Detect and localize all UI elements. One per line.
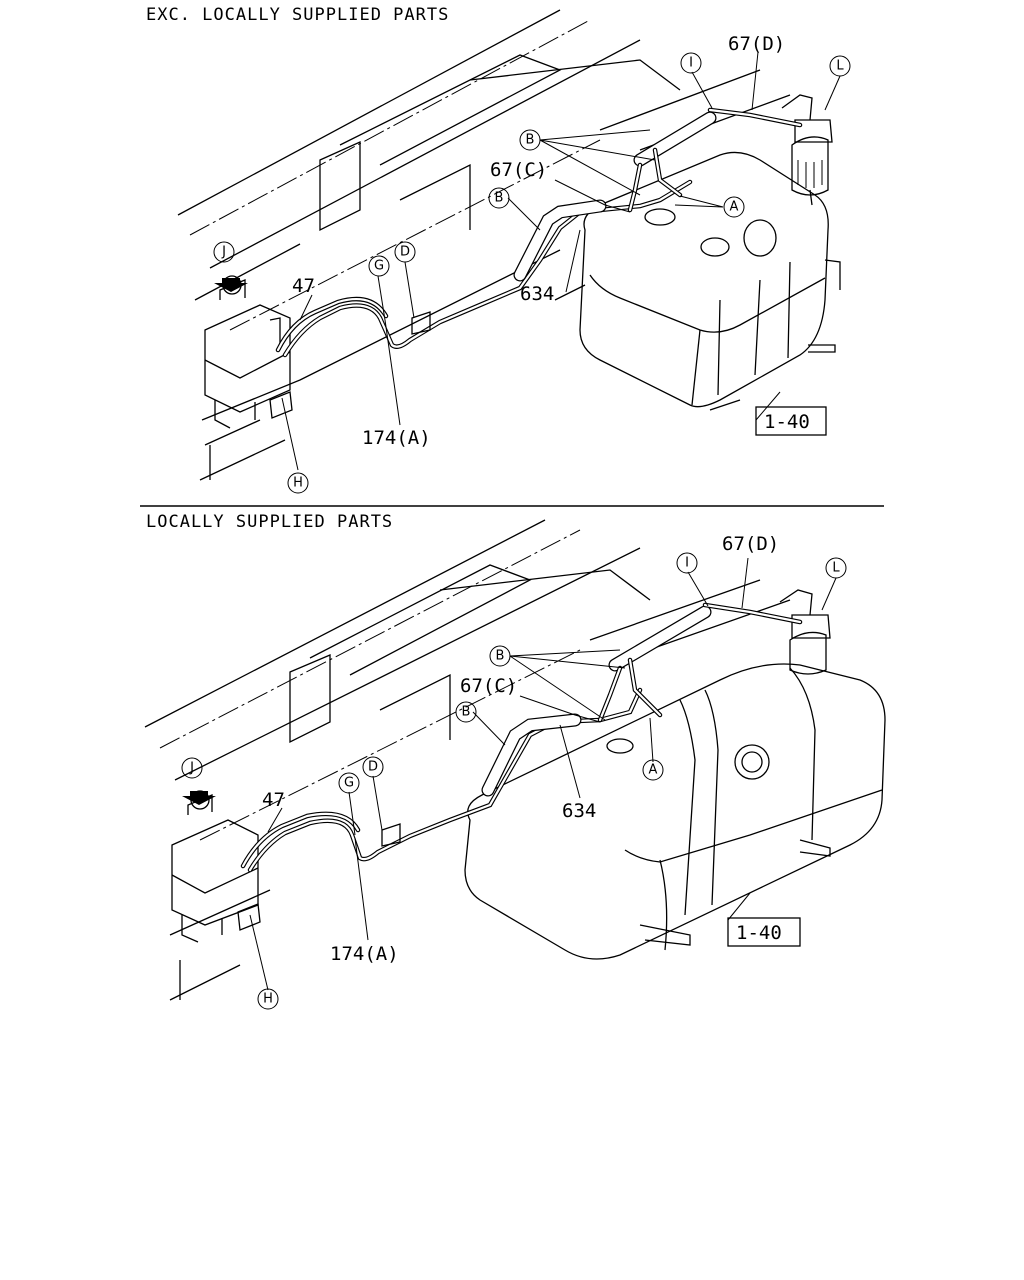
callout-l: L	[836, 59, 844, 74]
fuel-lines	[237, 602, 803, 931]
fuel-tank	[579, 151, 841, 411]
chassis-frame	[177, 9, 791, 481]
callout-a: A	[649, 763, 658, 778]
callout-i: I	[685, 556, 689, 571]
callout-b-upper: B	[496, 649, 505, 664]
arrow-j-icon	[214, 278, 248, 292]
chassis-frame	[144, 519, 791, 1001]
fuel-filter	[779, 589, 831, 675]
arrow-j-icon	[182, 791, 216, 805]
fuel-filter	[781, 94, 833, 206]
ref-box-label: 1-40	[736, 922, 782, 944]
callout-g: G	[344, 776, 354, 791]
ref-box	[755, 406, 827, 436]
leader-lines	[281, 51, 841, 471]
label-47: 47	[292, 275, 315, 297]
section-exc-locally-supplied: EXC. LOCALLY SUPPLIED PARTS	[146, 5, 851, 494]
callouts: I L B B A J G D H	[213, 52, 851, 494]
label-67c: 67(C)	[460, 675, 517, 697]
callout-d: D	[400, 245, 410, 260]
label-174a: 174(A)	[330, 943, 399, 965]
label-67d: 67(D)	[728, 33, 785, 55]
callout-a: A	[730, 200, 739, 215]
leader-lines	[249, 557, 837, 991]
callout-l: L	[832, 561, 840, 576]
callout-b-lower: B	[462, 705, 471, 720]
callout-h: H	[263, 992, 273, 1007]
callout-g: G	[374, 259, 384, 274]
section-locally-supplied: LOCALLY SUPPLIED PARTS	[144, 512, 886, 1010]
label-174a: 174(A)	[362, 427, 431, 449]
ref-box	[727, 917, 801, 947]
callout-d: D	[368, 760, 378, 775]
section-title: LOCALLY SUPPLIED PARTS	[146, 512, 393, 532]
ref-box-label: 1-40	[764, 411, 810, 433]
label-67d: 67(D)	[722, 533, 779, 555]
callout-h: H	[293, 476, 303, 491]
label-47: 47	[262, 789, 285, 811]
callouts: I L B B A J G D H	[181, 552, 847, 1010]
fuel-tank	[464, 663, 886, 960]
label-634: 634	[562, 800, 596, 822]
callout-i: I	[689, 56, 693, 71]
label-67c: 67(C)	[490, 159, 547, 181]
callout-b-upper: B	[526, 133, 535, 148]
injection-pump	[204, 275, 291, 429]
fuel-lines	[269, 107, 803, 419]
callout-j: J	[189, 761, 194, 776]
section-title: EXC. LOCALLY SUPPLIED PARTS	[146, 5, 449, 25]
callout-j: J	[221, 245, 226, 260]
callout-b-lower: B	[495, 191, 504, 206]
label-634: 634	[520, 283, 554, 305]
